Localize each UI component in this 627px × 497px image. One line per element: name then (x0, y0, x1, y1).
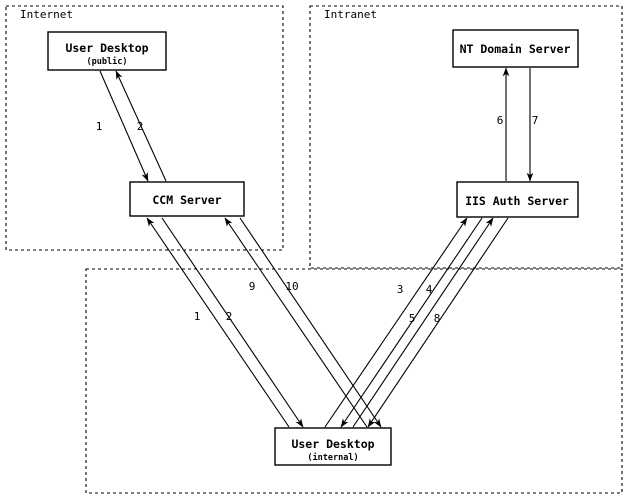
node-title-user-desktop-public: User Desktop (65, 41, 148, 55)
flow-arrow-flow-3 (324, 217, 468, 428)
flow-label-flow-1-internal: 1 (194, 310, 201, 323)
flow-label-flow-4: 4 (426, 283, 433, 296)
node-box-iis-auth-server[interactable] (456, 181, 579, 218)
zone-boundary-internal (85, 268, 623, 494)
flow-label-flow-6: 6 (497, 114, 504, 127)
flow-label-flow-10: 10 (285, 280, 298, 293)
node-nt-domain-server[interactable]: NT Domain Server (452, 29, 579, 68)
flow-arrow-flow-1-internal (146, 217, 290, 428)
node-box-user-desktop-public[interactable] (47, 31, 167, 71)
flow-label-flow-5: 5 (409, 312, 416, 325)
zone-label-internet: Internet (20, 8, 73, 21)
zone-label-intranet: Intranet (324, 8, 377, 21)
node-subtitle-user-desktop-internal: (internal) (307, 452, 358, 463)
flow-label-flow-2-public: 2 (137, 120, 144, 133)
node-user-desktop-internal[interactable]: User Desktop(internal) (274, 427, 392, 466)
flow-arrow-flow-5 (352, 217, 494, 428)
node-user-desktop-public[interactable]: User Desktop(public) (47, 31, 167, 71)
flow-label-flow-2-internal: 2 (226, 310, 233, 323)
node-title-ccm-server: CCM Server (152, 193, 221, 207)
node-title-iis-auth-server: IIS Auth Server (465, 194, 569, 208)
node-box-ccm-server[interactable] (129, 181, 245, 217)
flow-arrow-flow-1-public (99, 70, 149, 182)
flow-arrow-flow-8 (367, 217, 509, 428)
node-ccm-server[interactable]: CCM Server (129, 181, 245, 217)
flow-label-flow-9: 9 (249, 280, 256, 293)
node-title-nt-domain-server: NT Domain Server (460, 42, 571, 56)
zones-layer: Internet Intranet (5, 5, 623, 494)
node-subtitle-user-desktop-public: (public) (87, 56, 128, 67)
flow-labels-layer: 1 2 6 7 1 2 9 10 3 4 5 8 (96, 114, 539, 325)
node-title-user-desktop-internal: User Desktop (291, 437, 374, 451)
flows-layer (99, 67, 534, 428)
flow-label-flow-3: 3 (397, 283, 404, 296)
flow-arrow-flow-2-public (115, 70, 167, 182)
node-iis-auth-server[interactable]: IIS Auth Server (456, 181, 579, 218)
zone-boundary-internet (5, 5, 284, 251)
node-box-user-desktop-internal[interactable] (274, 427, 392, 466)
node-box-nt-domain-server[interactable] (452, 29, 579, 68)
flow-arrow-flow-9 (224, 217, 368, 428)
flow-arrow-flow-10 (239, 217, 382, 428)
flow-label-flow-7: 7 (532, 114, 539, 127)
flow-arrow-flow-4 (340, 217, 483, 428)
flow-arrow-flow-2-internal (161, 217, 304, 428)
zone-boundary-intranet (309, 5, 623, 269)
flow-label-flow-8: 8 (434, 312, 441, 325)
flow-label-flow-1-public: 1 (96, 120, 103, 133)
